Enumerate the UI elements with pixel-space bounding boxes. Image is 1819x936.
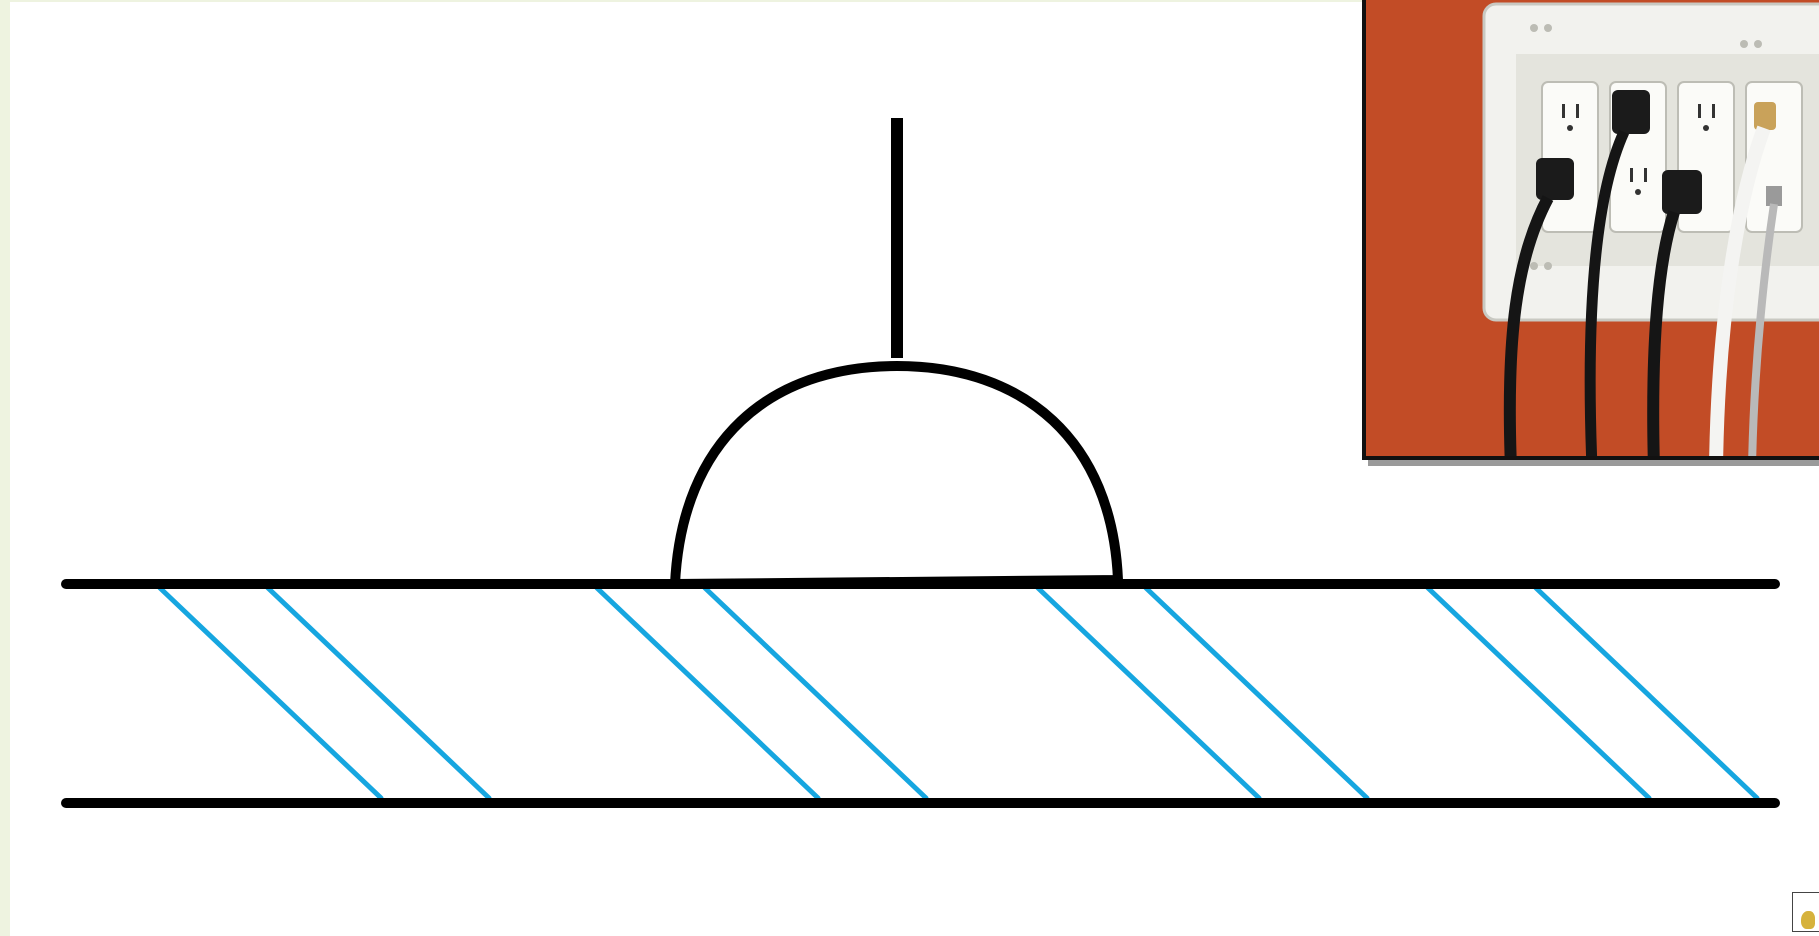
- thumbnail-glyph: [1801, 911, 1815, 929]
- hatch-line: [265, 585, 492, 801]
- hatch-line: [594, 585, 821, 801]
- dome-cap: [670, 361, 1123, 589]
- hatch-line: [1143, 585, 1370, 801]
- hatch-line: [1533, 585, 1760, 801]
- hatch-line: [157, 585, 384, 801]
- outlet-photo: [1362, 0, 1819, 460]
- hatch-lines: [157, 585, 1760, 801]
- outlet-photo-image: [1366, 0, 1819, 456]
- hatch-line: [1425, 585, 1652, 801]
- hatch-line: [702, 585, 929, 801]
- document-thumbnail-icon[interactable]: [1792, 892, 1819, 932]
- left-accent-strip: [0, 0, 10, 936]
- hatch-line: [1035, 585, 1262, 801]
- top-accent-strip: [0, 0, 1819, 2]
